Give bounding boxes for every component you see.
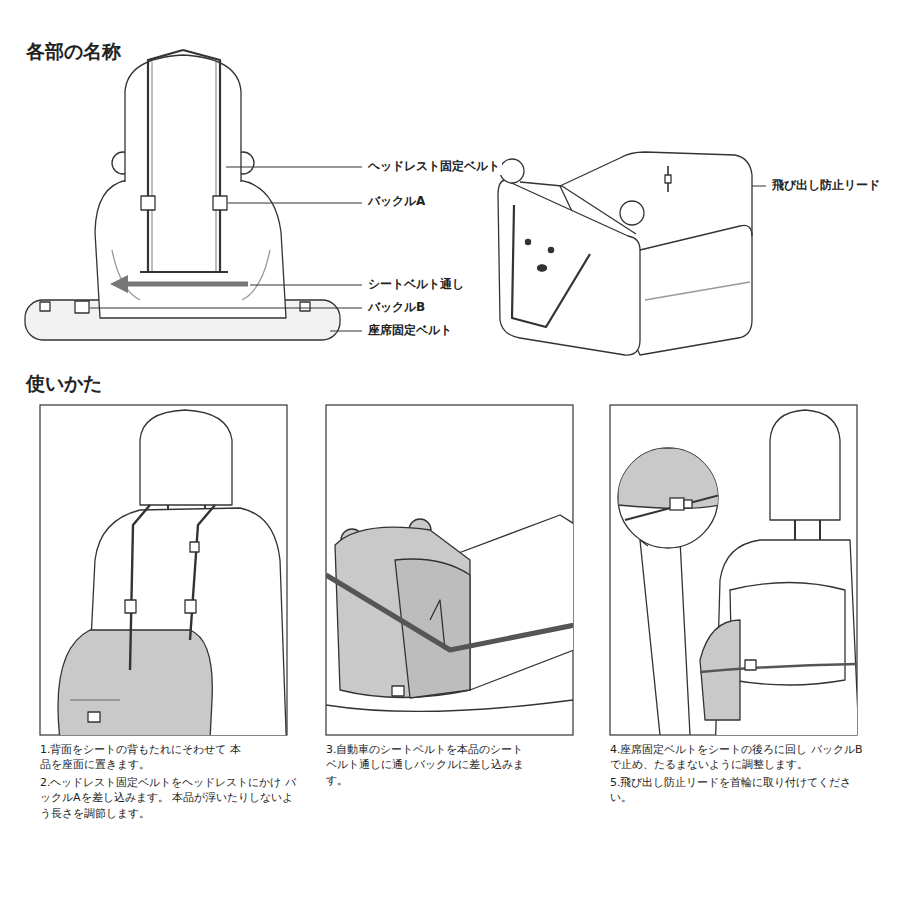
step-note: 4.座席固定ベルトをシートの後ろに回し バックルBで止め、たるまないように調整し… — [610, 742, 870, 773]
step-illustration — [58, 410, 287, 735]
step-note: 2.ヘッドレスト固定ベルトをヘッドレストにかけ バックルAを差し込みます。 本品… — [40, 775, 297, 821]
part-name: バックルB — [366, 299, 427, 316]
product-back-view — [25, 50, 340, 340]
detail-inset — [618, 448, 720, 548]
section-heading: 使いかた — [26, 370, 102, 397]
step-note: 5.飛び出し防止リードを首輪に取り付けてください。 — [610, 775, 870, 806]
step-note: 1.背面をシートの背もたれにそわせて 本品を座面に置きます。 — [40, 742, 245, 773]
part-name: ヘッドレスト固定ベルト — [366, 158, 502, 175]
part-name: シートベルト通し — [366, 276, 466, 293]
product-front-view — [498, 152, 752, 355]
step-illustration — [326, 515, 573, 711]
part-name: バックルA — [366, 193, 427, 210]
step-note: 3.自動車のシートベルトを本品のシート ベルト通しに通しバックルに差し込みます。 — [326, 742, 533, 788]
part-name: 座席固定ベルト — [366, 322, 454, 339]
section-heading: 各部の名称 — [26, 38, 121, 65]
part-name: 飛び出し防止リード — [770, 177, 882, 194]
